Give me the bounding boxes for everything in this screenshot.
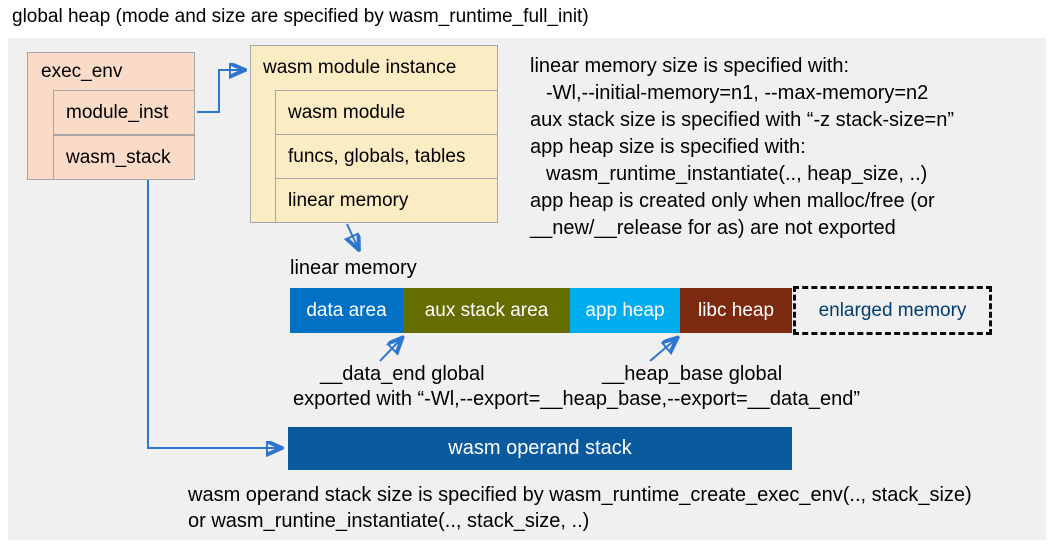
module-instance-row-wasm-module: wasm module bbox=[275, 90, 498, 135]
heap-base-global-label: __heap_base global bbox=[602, 363, 783, 385]
segment-app-heap: app heap bbox=[570, 288, 680, 333]
linker-note-line: wasm_runtime_instantiate(.., heap_size, … bbox=[546, 163, 928, 185]
linker-note-line: app heap is created only when malloc/fre… bbox=[530, 190, 935, 212]
operand-stack-note-line: wasm operand stack size is specified by … bbox=[188, 484, 972, 506]
module-instance-row-funcs-globals-tables: funcs, globals, tables bbox=[275, 134, 498, 179]
operand-stack-note-line: or wasm_runtine_instantiate(.., stack_si… bbox=[188, 510, 590, 532]
module-instance-label: wasm module instance bbox=[263, 57, 457, 78]
exported-flags-label: exported with “-Wl,--export=__heap_base,… bbox=[293, 388, 860, 410]
linker-note-line: app heap size is specified with: bbox=[530, 136, 806, 158]
wasm-operand-stack-bar: wasm operand stack bbox=[288, 427, 792, 470]
diagram-title: global heap (mode and size are specified… bbox=[12, 6, 589, 27]
linker-note-line: __new/__release for as) are not exported bbox=[530, 217, 896, 239]
segment-aux-stack-area: aux stack area bbox=[403, 288, 570, 333]
linker-note-line: -Wl,--initial-memory=n1, --max-memory=n2 bbox=[546, 82, 929, 104]
linear-memory-label: linear memory bbox=[290, 257, 417, 279]
operand-stack-notes: wasm operand stack size is specified by … bbox=[188, 482, 972, 534]
linker-note-line: linear memory size is specified with: bbox=[530, 55, 849, 77]
exec-env-label: exec_env bbox=[41, 61, 123, 82]
segment-data-area: data area bbox=[290, 288, 403, 333]
exec-env-row-module-inst: module_inst bbox=[53, 90, 195, 135]
segment-enlarged-memory: enlarged memory bbox=[793, 286, 992, 335]
data-end-global-label: __data_end global bbox=[320, 363, 485, 385]
module-instance-row-linear-memory: linear memory bbox=[275, 178, 498, 223]
exec-env-row-wasm-stack: wasm_stack bbox=[53, 135, 195, 180]
linker-notes: linear memory size is specified with: -W… bbox=[530, 53, 954, 242]
linker-note-line: aux stack size is specified with “-z sta… bbox=[530, 109, 955, 131]
segment-libc-heap: libc heap bbox=[680, 288, 792, 333]
